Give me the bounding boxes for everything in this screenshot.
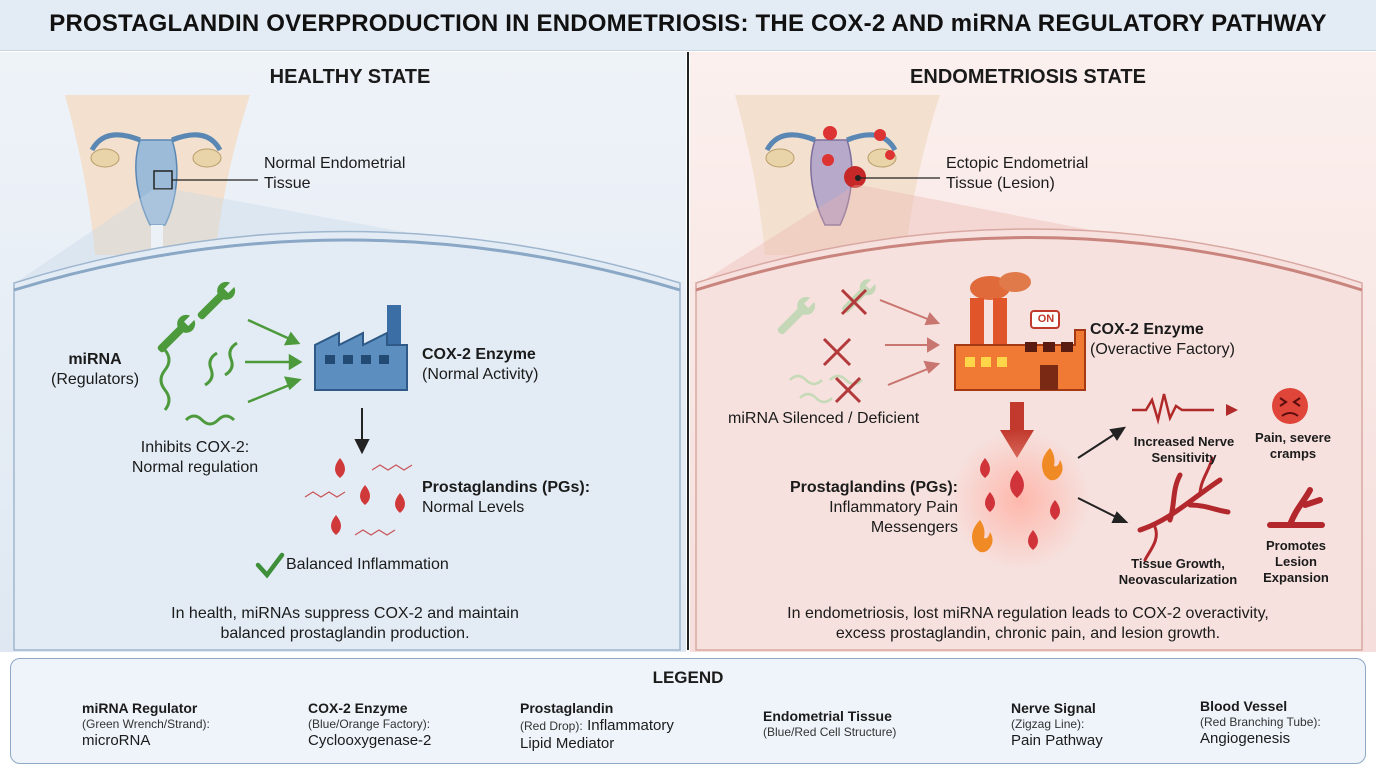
rna-strand-icon bbox=[159, 341, 238, 426]
prostaglandin-molecule bbox=[304, 464, 413, 536]
legend-item-nerve: Nerve Signal (Zigzag Line): Pain Pathway bbox=[1011, 700, 1103, 749]
down-arrow bbox=[354, 408, 370, 455]
cross-icon bbox=[822, 288, 868, 404]
legend-item-vessel: Blood Vessel (Red Branching Tube): Angio… bbox=[1200, 698, 1321, 747]
flame-icon bbox=[972, 448, 1063, 553]
overactive-factory-icon bbox=[954, 272, 1086, 391]
mirna-label: miRNA(Regulators) bbox=[50, 351, 140, 388]
pain-face-icon bbox=[1272, 388, 1308, 424]
legend-item-cox2: COX-2 Enzyme (Blue/Orange Factory): Cycl… bbox=[308, 700, 432, 749]
tissue-growth-label: Tissue Growth,Neovascularization bbox=[1118, 556, 1238, 587]
balanced-inflammation-label: Balanced Inflammation bbox=[286, 556, 449, 573]
legend-item-prostaglandin: Prostaglandin (Red Drop): Inflammatory L… bbox=[520, 700, 674, 752]
endo-summary: In endometriosis, lost miRNA regulation … bbox=[787, 605, 1269, 642]
endo-heading: ENDOMETRIOSIS STATE bbox=[910, 66, 1146, 88]
inflammatory-drop-icon bbox=[980, 458, 1060, 550]
check-icon bbox=[255, 552, 285, 579]
effect-arrows bbox=[1077, 426, 1129, 523]
zigzag-nerve-icon bbox=[1132, 393, 1214, 425]
legend-item-mirna: miRNA Regulator (Green Wrench/Strand): m… bbox=[82, 700, 210, 749]
on-sign: ON bbox=[1037, 313, 1055, 325]
legend-box bbox=[10, 658, 1366, 764]
silenced-rna-strand-icon bbox=[789, 374, 863, 404]
inhibits-label: Inhibits COX-2:Normal regulation bbox=[131, 439, 259, 476]
mirna-silenced-label: miRNA Silenced / Deficient bbox=[728, 410, 920, 427]
legend-title: LEGEND bbox=[652, 668, 724, 687]
regulation-arrows bbox=[245, 318, 303, 404]
blood-vessel-icon bbox=[1137, 456, 1231, 562]
inflammation-glow bbox=[950, 430, 1090, 570]
main-title: PROSTAGLANDIN OVERPRODUCTION IN ENDOMETR… bbox=[49, 10, 1327, 37]
wrench-icon bbox=[157, 281, 236, 353]
lesion-expansion-icon bbox=[1267, 487, 1325, 528]
factory-icon bbox=[314, 305, 408, 391]
healthy-cox-label: COX-2 Enzyme(Normal Activity) bbox=[422, 346, 539, 383]
healthy-tissue-zoom bbox=[13, 230, 681, 651]
endo-cox-label: COX-2 Enzyme(Overactive Factory) bbox=[1090, 321, 1235, 358]
legend-item-tissue: Endometrial Tissue (Blue/Red Cell Struct… bbox=[763, 708, 897, 739]
healthy-pg-label: Prostaglandins (PGs):Normal Levels bbox=[422, 479, 591, 516]
faded-arrows bbox=[879, 299, 941, 386]
healthy-heading: HEALTHY STATE bbox=[269, 66, 431, 88]
drop-icon bbox=[331, 458, 405, 535]
healthy-summary: In health, miRNAs suppress COX-2 and mai… bbox=[171, 605, 519, 642]
title-bar bbox=[0, 0, 1376, 51]
